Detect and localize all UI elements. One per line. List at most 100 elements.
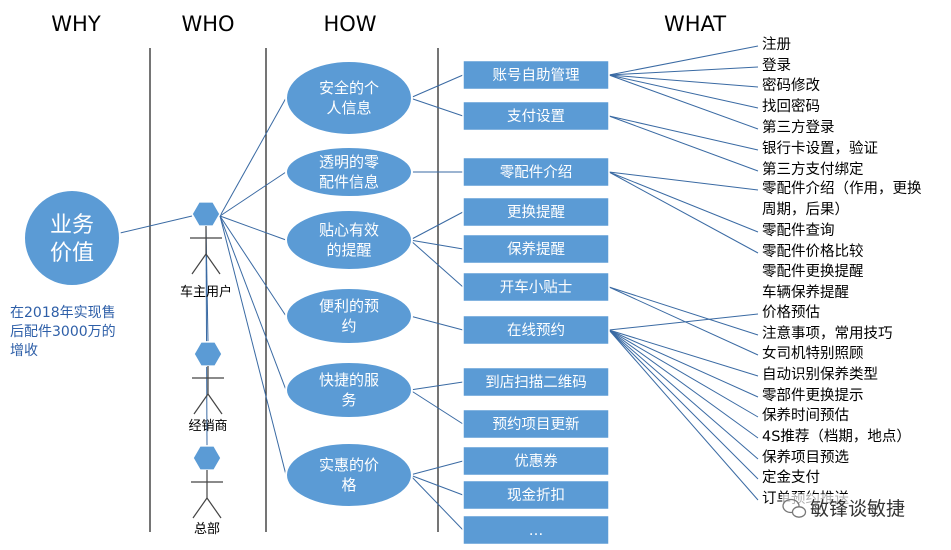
feature-what-connector [608,115,759,172]
actor-how-connector [219,215,287,391]
what-item: 密码修改 [762,77,820,94]
how-feature-connector [409,389,464,425]
feature-box: … [462,514,610,546]
what-item: 第三方登录 [762,118,835,136]
actor-leg-icon [207,393,223,415]
goal-note: 后配件3000万的 [10,324,116,340]
actor-leg-icon [192,497,208,519]
column-dividers [149,48,439,532]
actor-actor-connector [205,225,208,447]
feature-what-connector [608,313,759,331]
feature-what-connector [608,329,759,418]
how-feature-connector [409,239,464,288]
watermark-text: 敏锋谈敏捷 [810,498,905,520]
feature-what-connector [608,329,759,460]
feature-box-label: 账号自助管理 [493,67,580,84]
feature-box-shape [462,479,610,511]
goal-label: 价值 [50,241,94,266]
watermark-backdrop [782,494,948,522]
actor: 总部 [191,445,223,537]
what-item: 定金支付 [762,469,820,486]
how-oval-shape [285,442,413,508]
how-feature-connector [409,211,464,241]
feature-box-shape [462,314,610,346]
feature-what-connector [608,286,759,356]
feature-what-connector [608,329,759,501]
how-feature-connector [409,97,464,117]
actor-leg-icon [205,253,221,275]
feature-what-connector [608,329,759,480]
actor-head-icon [191,201,221,227]
what-item: 注册 [762,36,791,53]
how-feature-connector [409,381,464,391]
how-oval-shape [285,60,413,136]
feature-box-label: 零配件介绍 [500,164,573,181]
how-oval-label: 快捷的服 [319,371,379,389]
how-oval-shape [285,287,413,345]
feature-box: 到店扫描二维码 [462,366,610,398]
how-oval-shape [285,146,413,198]
how-oval-label: 便利的预 [319,297,379,315]
feature-box-shape [462,59,610,91]
how-feature-connector [409,315,464,331]
actor-leg-icon [193,393,209,415]
actor-how-connector [219,97,287,217]
goal-actor-connector [119,215,193,234]
feature-what-connector [608,115,759,151]
feature-box-label: 现金折扣 [507,487,565,504]
how-oval-label: 人信息 [326,99,371,117]
actor-how-connector [219,215,287,317]
watermark: 敏锋谈敏捷 [782,494,948,522]
watermark: 敏锋谈敏捷 [782,494,948,522]
feature-box-shape [462,156,610,188]
feature-box-label: 预约项目更新 [493,416,580,433]
feature-box: 开车小贴士 [462,271,610,303]
how-oval-label: 实惠的价 [319,456,379,474]
feature-what-connector [608,45,759,76]
feature-box-label: 开车小贴士 [500,279,573,296]
what-item: 零配件介绍（作用，更换 [762,180,922,197]
feature-what-connector [608,74,759,130]
feature-what-connector [608,329,759,377]
goal-circle [23,189,121,287]
feature-box: 现金折扣 [462,479,610,511]
feature-box: 优惠券 [462,445,610,477]
what-item: 4S推荐（档期，地点） [762,428,911,445]
what-item: 车辆保养提醒 [762,284,849,301]
feature-box-label: 到店扫描二维码 [485,374,587,391]
what-item: 周期，后果） [762,201,849,218]
how-oval-label: 约 [341,317,356,335]
feature-what-connector [608,74,759,109]
what-item: 找回密码 [762,98,820,115]
header-how: HOW [323,12,376,36]
feature-box-shape [462,445,610,477]
how-feature-connector [409,474,464,496]
how-feature-connector [409,474,464,531]
feature-box-label: 保养提醒 [507,241,565,258]
what-item: 注意事项，常用技巧 [762,324,893,342]
how-oval-label: 安全的个 [319,79,379,97]
how-oval-label: 格 [341,476,356,494]
feature-what-connector [608,171,759,254]
actor: 经销商 [188,341,228,434]
feature-box-shape [462,271,610,303]
what-item: 银行卡设置，验证 [762,140,878,157]
feature-box-shape [462,233,610,265]
header-what: WHAT [664,12,726,36]
actor-how-connector [219,215,287,241]
actor-label: 经销商 [188,419,227,434]
goal-label: 业务 [50,213,94,238]
actor: 车主用户 [180,201,232,300]
feature-what-connector [608,171,759,191]
how-oval-label: 贴心有效 [319,221,379,239]
what-item: 登录 [762,57,791,74]
feature-what-connector [608,171,759,233]
header-why: WHY [51,12,101,36]
